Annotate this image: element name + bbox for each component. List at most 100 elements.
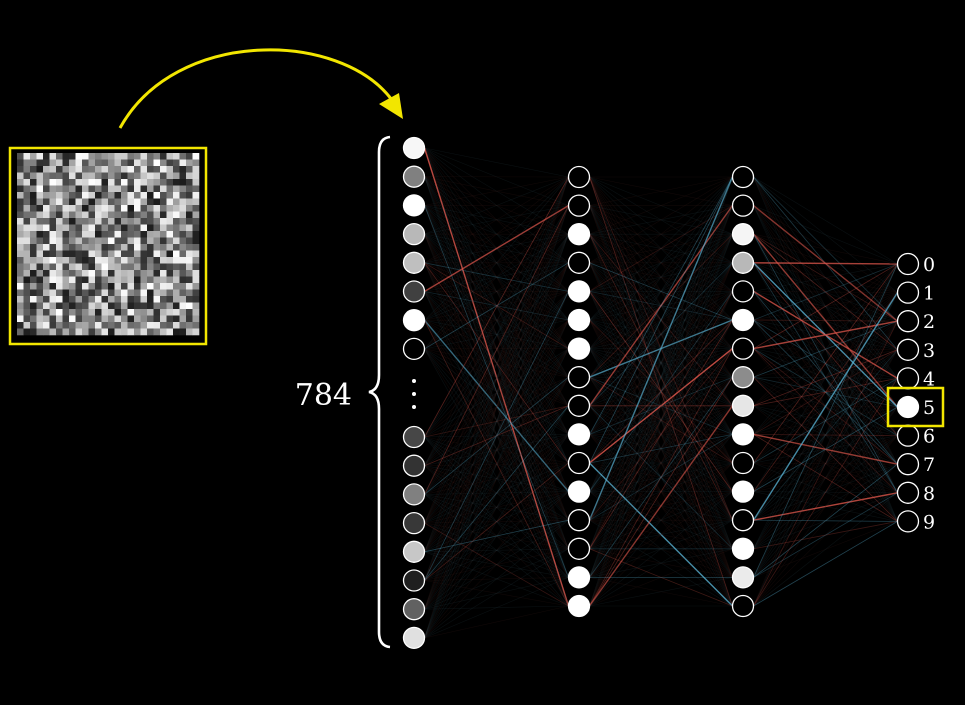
- pixel: [121, 198, 128, 206]
- pixel: [147, 205, 154, 212]
- pixel: [140, 179, 148, 186]
- weight-edge: [424, 291, 569, 378]
- weight-edge: [424, 262, 569, 464]
- weight-edge: [753, 233, 898, 322]
- pixel: [62, 309, 70, 316]
- weight-edge: [589, 348, 733, 407]
- weight-edge: [424, 319, 569, 438]
- pixel: [95, 328, 102, 336]
- weight-edge: [424, 348, 569, 464]
- pixel: [56, 172, 63, 180]
- pixel: [36, 328, 44, 336]
- weight-edge: [589, 176, 733, 321]
- pixel: [186, 250, 193, 258]
- weight-edge: [424, 405, 569, 639]
- pixel: [30, 179, 37, 186]
- pixel: [82, 179, 89, 186]
- pixel: [82, 309, 89, 316]
- pixel: [62, 218, 70, 225]
- weight-edge: [424, 519, 569, 639]
- pixel: [127, 172, 135, 180]
- pixel: [88, 309, 96, 316]
- weight-edge: [589, 319, 733, 549]
- weight-edge: [424, 348, 569, 378]
- weight-edge: [753, 491, 898, 494]
- weight-edge: [753, 521, 898, 550]
- pixel: [114, 218, 122, 225]
- pixel: [36, 166, 44, 173]
- output-digit-label: 5: [923, 397, 935, 419]
- weight-edge: [424, 291, 569, 639]
- pixel: [82, 270, 89, 277]
- pixel: [121, 270, 128, 277]
- pixel: [36, 211, 44, 219]
- pixel: [186, 263, 193, 271]
- pixel: [186, 153, 193, 160]
- weight-edge: [753, 376, 898, 408]
- weight-edge: [589, 291, 733, 349]
- weight-edge: [424, 291, 569, 438]
- pixel: [114, 198, 122, 206]
- weight-edge: [424, 494, 569, 521]
- weight-edge: [589, 262, 733, 607]
- pixel: [140, 159, 148, 167]
- weight-edge: [424, 522, 569, 578]
- hidden2-neuron: [731, 480, 755, 503]
- pixel: [108, 328, 115, 336]
- pixel: [127, 211, 135, 219]
- pixel: [160, 179, 167, 186]
- pixel: [127, 270, 135, 277]
- pixel: [43, 153, 50, 160]
- weight-edge: [424, 262, 569, 438]
- weight-edge: [424, 176, 569, 321]
- pixel: [75, 302, 83, 310]
- pixel: [173, 205, 180, 212]
- pixel: [140, 205, 148, 212]
- pixel: [62, 205, 70, 212]
- weight-edge: [753, 435, 898, 607]
- pixel: [127, 153, 135, 160]
- weight-edge: [424, 147, 569, 521]
- pixel: [160, 283, 167, 290]
- weight-edge: [424, 147, 569, 406]
- pixel: [49, 224, 57, 232]
- pixel: [121, 283, 128, 290]
- pixel: [62, 224, 70, 232]
- pixel: [121, 192, 128, 199]
- pixel: [186, 296, 193, 303]
- pixel: [160, 328, 167, 336]
- pixel: [95, 309, 102, 316]
- pixel: [127, 302, 135, 310]
- pixel: [153, 198, 161, 206]
- pixel: [36, 198, 44, 206]
- pixel: [101, 283, 109, 290]
- weight-edge: [424, 233, 569, 349]
- weight-edge: [589, 176, 733, 607]
- pixel: [49, 198, 57, 206]
- pixel: [95, 211, 102, 219]
- weight-edge: [424, 262, 569, 492]
- pixel: [192, 328, 200, 336]
- pixel: [36, 322, 44, 329]
- pixel: [17, 309, 24, 316]
- pixel: [88, 276, 96, 284]
- weight-edge: [589, 462, 733, 607]
- pixel: [23, 276, 31, 284]
- weight-edge: [753, 349, 898, 435]
- pixel: [108, 257, 115, 264]
- input-neuron: [402, 194, 426, 217]
- input-neuron: [402, 454, 426, 477]
- pixel: [160, 166, 167, 173]
- pixel: [62, 328, 70, 336]
- pixel: [36, 205, 44, 212]
- pixel: [108, 218, 115, 225]
- pixel: [56, 192, 63, 199]
- input-neuron: [402, 483, 426, 506]
- pixel: [69, 185, 76, 193]
- pixel: [173, 198, 180, 206]
- pixel: [43, 263, 50, 271]
- pixel: [147, 289, 154, 297]
- pixel: [101, 218, 109, 225]
- pixel: [108, 315, 115, 323]
- pixel: [95, 270, 102, 277]
